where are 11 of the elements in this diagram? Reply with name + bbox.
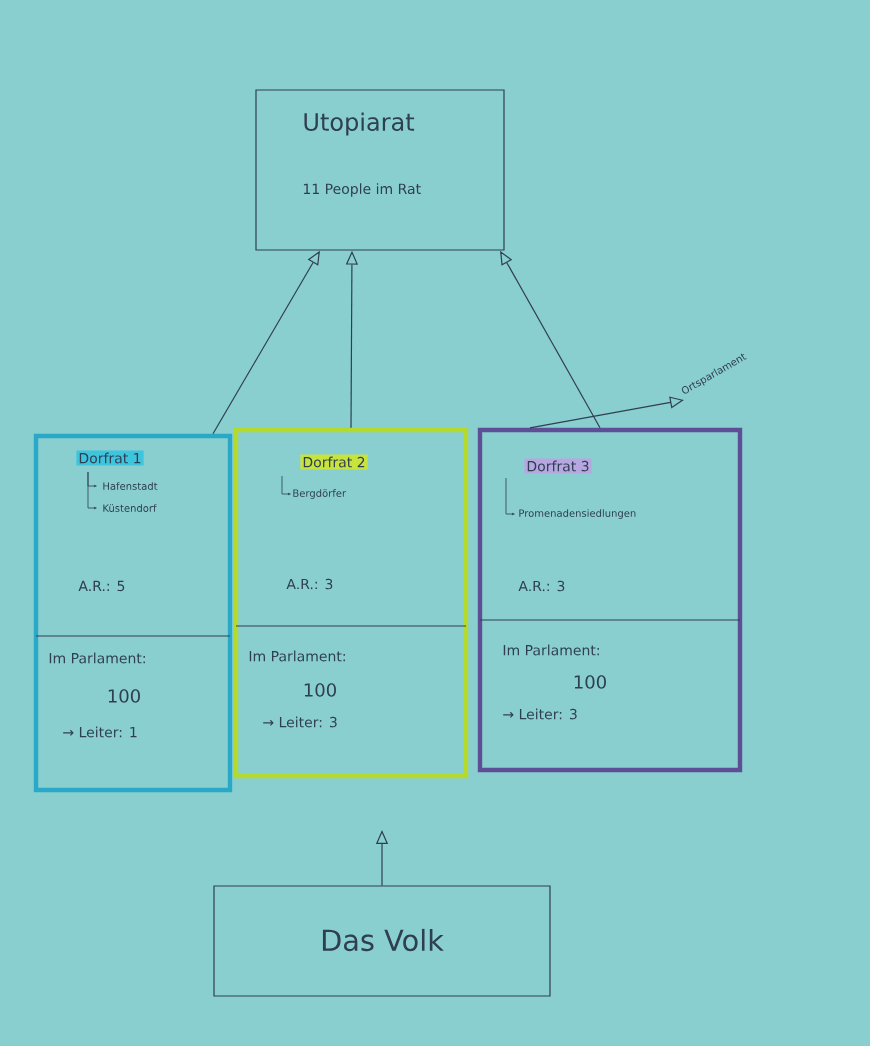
column-box bbox=[477, 427, 743, 773]
handwritten-text: 100 bbox=[108, 689, 140, 703]
handwritten-text: Das Volk bbox=[322, 928, 444, 952]
handwritten-text: 100 bbox=[574, 675, 606, 689]
column-box bbox=[233, 427, 469, 779]
handwritten-text: Utopiarat bbox=[304, 112, 415, 136]
column-box bbox=[33, 433, 233, 793]
handwritten-text: 100 bbox=[304, 683, 336, 697]
council-box bbox=[213, 885, 551, 997]
arrow bbox=[529, 396, 684, 429]
council-box bbox=[255, 89, 505, 251]
